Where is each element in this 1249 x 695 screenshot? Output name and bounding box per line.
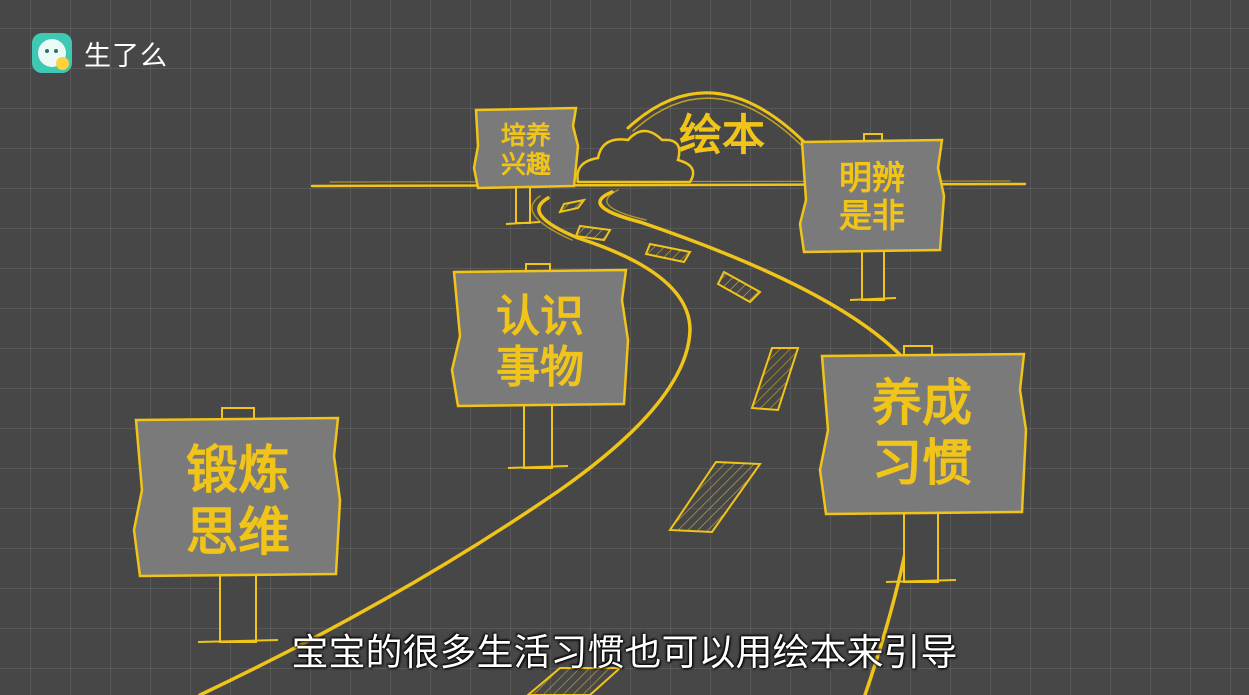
- sign-board: [798, 138, 946, 254]
- sign-text-line-1: 锻炼: [186, 441, 290, 501]
- sign-text-line-2: 兴趣: [501, 150, 551, 179]
- sign-text-line-2: 习惯: [872, 434, 972, 492]
- sign-text-line-2: 思维: [186, 503, 290, 563]
- sign-post: [505, 182, 541, 225]
- signpost-right-wrong: 明辨 是非: [798, 133, 946, 301]
- sign-text-line-1: 养成: [872, 374, 972, 432]
- sign-text-line-2: 是非: [839, 196, 905, 235]
- sign-board: [818, 352, 1028, 516]
- brand-name: 生了么: [84, 40, 168, 72]
- sign-board: [472, 106, 580, 190]
- signpost-thinking: 锻炼 思维: [132, 407, 342, 643]
- lane-markings: [526, 198, 800, 695]
- sign-post: [507, 263, 569, 469]
- sign-post: [197, 407, 279, 643]
- sign-text-line-1: 培养: [501, 121, 551, 150]
- video-subtitle: 宝宝的很多生活习惯也可以用绘本来引导: [291, 631, 958, 674]
- sign-text-line-2: 事物: [496, 342, 584, 393]
- sign-board: [450, 268, 630, 408]
- sign-text-line-1: 明辨: [839, 158, 905, 197]
- signpost-interest: 培养 兴趣: [472, 106, 580, 225]
- title-picture-book: 绘本: [679, 111, 765, 161]
- chick-play-logo-icon: [32, 33, 72, 73]
- brand-watermark: 生了么: [32, 33, 168, 73]
- signpost-habits: 养成 习惯: [818, 345, 1028, 583]
- sign-board: [132, 416, 342, 578]
- cloud-sketch: [576, 129, 695, 184]
- rainbow-arc: [626, 91, 814, 152]
- sign-text-line-1: 认识: [496, 291, 584, 342]
- signpost-things: 认识 事物: [450, 263, 630, 469]
